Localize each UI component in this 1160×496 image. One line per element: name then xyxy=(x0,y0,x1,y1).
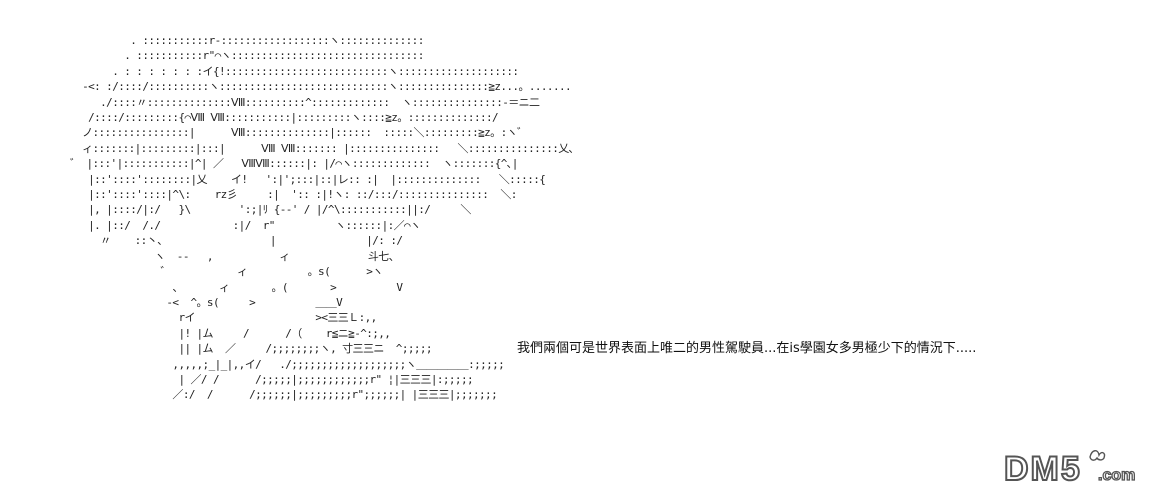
ascii-art-line: ./::::〃::::::::::::::Ⅷ::::::::::^:::::::… xyxy=(58,95,540,109)
ascii-art-line: 〃 ::丶、 | |/: :/ xyxy=(58,234,403,248)
ascii-art-line: |::'::::'::::|^\: rz彡 :| ':: :|!ヽ: ::/::… xyxy=(58,188,517,202)
ascii-art-line: ゛ |:::'|:::::::::::|^| ／ ⅧⅧ::::::|: |/⌒ヽ… xyxy=(58,157,518,171)
ascii-art: . :::::::::::r‐::::::::::::::::::ヽ::::::… xyxy=(58,33,574,403)
ascii-art-line: ヽ ‐‐ , ィ 斗七、 xyxy=(58,249,400,263)
ascii-art-line: -<: :/::::/::::::::::ヽ::::::::::::::::::… xyxy=(58,80,572,94)
ascii-art-line: ィ:::::::|:::::::::|:::| Ⅷ Ⅷ::::::: |::::… xyxy=(58,141,574,155)
ascii-art-line: rイ ><三三Ｌ:,, xyxy=(58,311,377,325)
dm5-logo-suffix: .com xyxy=(1098,467,1135,484)
ascii-art-line: /::::/:::::::::{⌒Ⅷ Ⅷ:::::::::::|::::::::… xyxy=(58,111,499,125)
ascii-art-line: |. |::/ /./ :|/ r" ヽ::::::|:／⌒ヽ xyxy=(58,218,421,232)
ascii-art-line: |::'::::'::::::::|乂 イ! ':|';:::|::|レ:: :… xyxy=(58,172,546,186)
ascii-art-line: . :::::::::::r"⌒ヽ:::::::::::::::::::::::… xyxy=(58,49,424,63)
ascii-art-line: . : : : : : : :イ{!::::::::::::::::::::::… xyxy=(58,64,519,78)
flame-icon xyxy=(1089,450,1106,461)
dm5-logo-text: DM5 xyxy=(1004,450,1082,487)
caption-text: 我們兩個可是世界表面上唯二的男性駕駛員...在is學園女多男極少下的情況下...… xyxy=(517,341,977,356)
ascii-art-line: |! |ム / /（ r≦ニ≧‐^:;,, xyxy=(58,326,391,340)
ascii-art-line: |, |::::/|:/ }\ ':;|ﾘ {-‐' / |/^\:::::::… xyxy=(58,203,471,217)
ascii-art-line: ‐< ^。s( > ＿＿V xyxy=(58,295,343,309)
ascii-art-line: ゛ ィ 。s( >ヽ xyxy=(58,265,383,279)
ascii-art-line: || |ム ／ /;;;;;;;;ヽ, 寸三三ニ ^;;;;; xyxy=(58,342,432,356)
ascii-art-line: | ／/ / /;;;;;|;;;;;;;;;;;;r" ¦|三三三|:;;;;… xyxy=(58,372,473,386)
ascii-art-line: . :::::::::::r‐::::::::::::::::::ヽ::::::… xyxy=(58,34,424,47)
ascii-art-line: ,,,,,;_|_|,,イ/ ./;;;;;;;;;;;;;;;;;;;ヽ＿＿＿… xyxy=(58,357,505,371)
ascii-art-line: ／:/ / /;;;;;;|;;;;;;;;;r";;;;;;| |三三三|;;… xyxy=(58,388,498,402)
dm5-logo: DM5 .com xyxy=(1003,449,1136,487)
ascii-art-line: ノ::::::::::::::::| Ⅷ::::::::::::::|:::::… xyxy=(58,126,528,140)
ascii-art-line: 、 ィ 。( > V xyxy=(58,280,403,294)
